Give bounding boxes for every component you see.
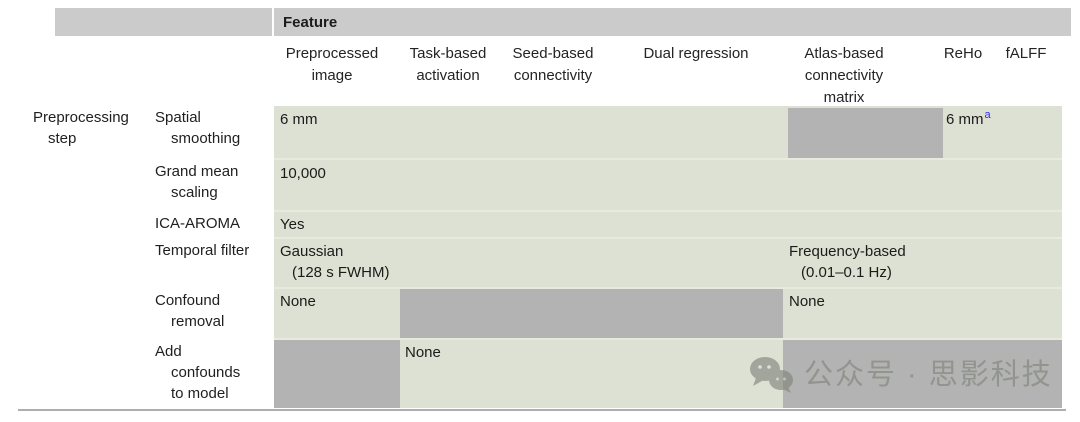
cell-spatial-smoothing-reho: 6 mma (946, 109, 1068, 130)
column-header-dual-regression: Dual regression (643, 45, 749, 62)
row-label-grand-mean-scaling: Grand mean scaling (155, 163, 239, 201)
footnote-marker-a[interactable]: a (984, 109, 991, 121)
watermark: 公众号 · 思影科技 (748, 356, 1053, 394)
shaded-cell-add-confounds-preprocessed (274, 340, 400, 408)
watermark-text: 公众号 · 思影科技 (804, 358, 1053, 391)
column-header-atlas-based-connectivity-matrix: Atlas-based connectivity matrix (804, 45, 884, 106)
column-header-preprocessed-image: Preprocessed image (285, 45, 379, 84)
column-header-seed-based-connectivity: Seed-based connectivity (512, 45, 594, 84)
cell-confound-removal-atlas: None (789, 293, 825, 310)
row-label-spatial-smoothing: Spatial smoothing (155, 109, 241, 147)
column-header-task-based-activation: Task-based activation (409, 45, 487, 84)
shaded-cell-spatial-smoothing-atlas (788, 108, 943, 158)
row-separator (274, 158, 1062, 160)
row-group-label-preprocessing-step: Preprocessing step (33, 109, 129, 147)
row-label-temporal-filter: Temporal filter (155, 242, 250, 259)
table-bottom-rule (18, 409, 1066, 411)
row-separator (274, 287, 1062, 289)
feature-header-cell: Feature (274, 8, 1071, 36)
row-separator (274, 210, 1062, 212)
row-label-add-confounds-to-model: Add confounds to model (155, 343, 241, 402)
shaded-cell-add-confounds-right (783, 340, 1062, 408)
cell-ica-aroma-preprocessed: Yes (280, 216, 305, 233)
feature-header-label: Feature (283, 13, 338, 31)
row-separator (274, 338, 1062, 340)
header-band-empty (55, 8, 272, 36)
cell-spatial-smoothing-preprocessed: 6 mm (280, 111, 318, 128)
cell-confound-removal-preprocessed: None (280, 293, 316, 310)
column-header-falff: fALFF (1005, 45, 1047, 62)
cell-add-confounds-task-based: None (405, 344, 441, 361)
cell-grand-mean-scaling-preprocessed: 10,000 (280, 165, 326, 182)
cell-temporal-filter-preprocessed: Gaussian (128 s FWHM) (280, 243, 390, 281)
cell-temporal-filter-atlas: Frequency-based (0.01–0.1 Hz) (789, 243, 906, 281)
wechat-icon (750, 357, 793, 393)
row-separator (274, 237, 1062, 239)
row-label-ica-aroma: ICA-AROMA (155, 215, 241, 232)
shaded-cell-confound-removal-middle (400, 289, 783, 338)
column-header-reho: ReHo (943, 45, 983, 62)
cell-value-text: 6 mm (946, 111, 984, 128)
row-label-confound-removal: Confound removal (155, 292, 225, 330)
